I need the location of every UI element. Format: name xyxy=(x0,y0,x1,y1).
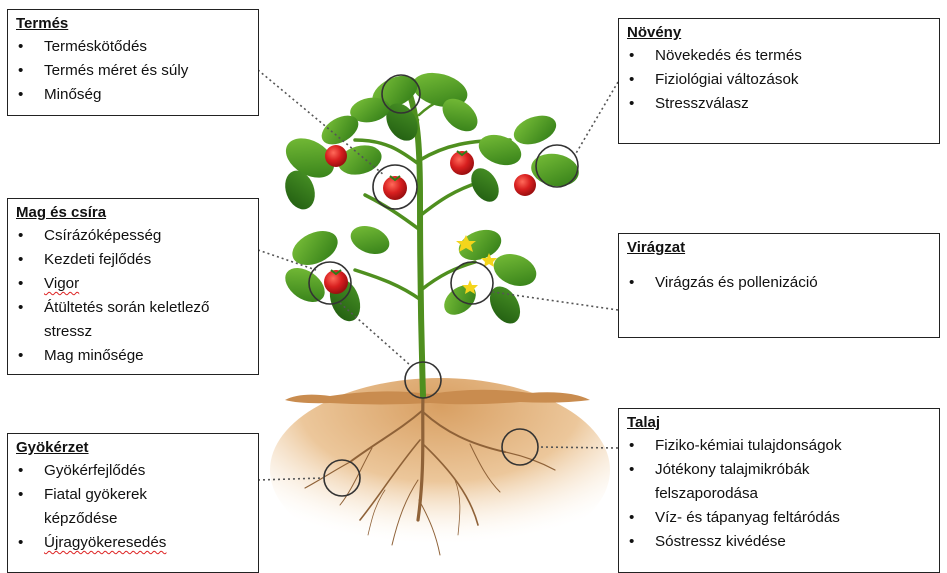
list-item: Sóstressz kivédése xyxy=(627,530,931,554)
list-item-continuation: képződése xyxy=(16,507,250,531)
list-item: Újragyökeresedés xyxy=(16,531,250,555)
list-item: Csírázóképesség xyxy=(16,224,250,248)
list-item-continuation: felszaporodása xyxy=(627,482,931,506)
box-list: Virágzás és pollenizáció xyxy=(627,271,931,295)
list-item: Mag minősége xyxy=(16,344,250,368)
box-title: Virágzat xyxy=(627,238,931,257)
tomato-4 xyxy=(514,174,536,196)
list-item: Jótékony talajmikróbák xyxy=(627,458,931,482)
box-gyokerzet: Gyökérzet Gyökérfejlődés Fiatal gyökerek… xyxy=(7,433,259,573)
list-item: Minőség xyxy=(16,83,250,107)
soil xyxy=(270,378,610,562)
box-viragzat: Virágzat Virágzás és pollenizáció xyxy=(618,233,940,338)
list-item: Átültetés során keletlező xyxy=(16,296,250,320)
box-talaj: Talaj Fiziko-kémiai tulajdonságok Jótéko… xyxy=(618,408,940,573)
box-title: Talaj xyxy=(627,413,931,432)
box-title: Termés xyxy=(16,14,250,33)
box-list: Gyökérfejlődés Fiatal gyökerek képződése… xyxy=(16,459,250,555)
list-item-continuation: stressz xyxy=(16,320,250,344)
connector-noveny xyxy=(575,82,618,155)
list-item: Termés méret és súly xyxy=(16,59,250,83)
box-list: Fiziko-kémiai tulajdonságok Jótékony tal… xyxy=(627,434,931,554)
box-noveny: Növény Növekedés és termés Fiziológiai v… xyxy=(618,18,940,144)
list-item: Gyökérfejlődés xyxy=(16,459,250,483)
list-item: Virágzás és pollenizáció xyxy=(627,271,931,295)
tomato-1 xyxy=(325,145,347,167)
list-item: Vigor xyxy=(16,272,250,296)
list-item: Fiziológiai változások xyxy=(627,68,931,92)
list-item: Stresszválasz xyxy=(627,92,931,116)
list-item: Kezdeti fejlődés xyxy=(16,248,250,272)
box-mag-es-csira: Mag és csíra Csírázóképesség Kezdeti fej… xyxy=(7,198,259,375)
list-item: Terméskötődés xyxy=(16,35,250,59)
box-title: Mag és csíra xyxy=(16,203,250,222)
list-item: Fiziko-kémiai tulajdonságok xyxy=(627,434,931,458)
box-termes: Termés Terméskötődés Termés méret és súl… xyxy=(7,9,259,116)
box-list: Csírázóképesség Kezdeti fejlődés Vigor Á… xyxy=(16,224,250,368)
list-item: Víz- és tápanyag feltáródás xyxy=(627,506,931,530)
box-list: Növekedés és termés Fiziológiai változás… xyxy=(627,44,931,116)
box-list: Terméskötődés Termés méret és súly Minős… xyxy=(16,35,250,107)
box-title: Gyökérzet xyxy=(16,438,250,457)
list-item: Növekedés és termés xyxy=(627,44,931,68)
box-title: Növény xyxy=(627,23,931,42)
list-item: Fiatal gyökerek xyxy=(16,483,250,507)
